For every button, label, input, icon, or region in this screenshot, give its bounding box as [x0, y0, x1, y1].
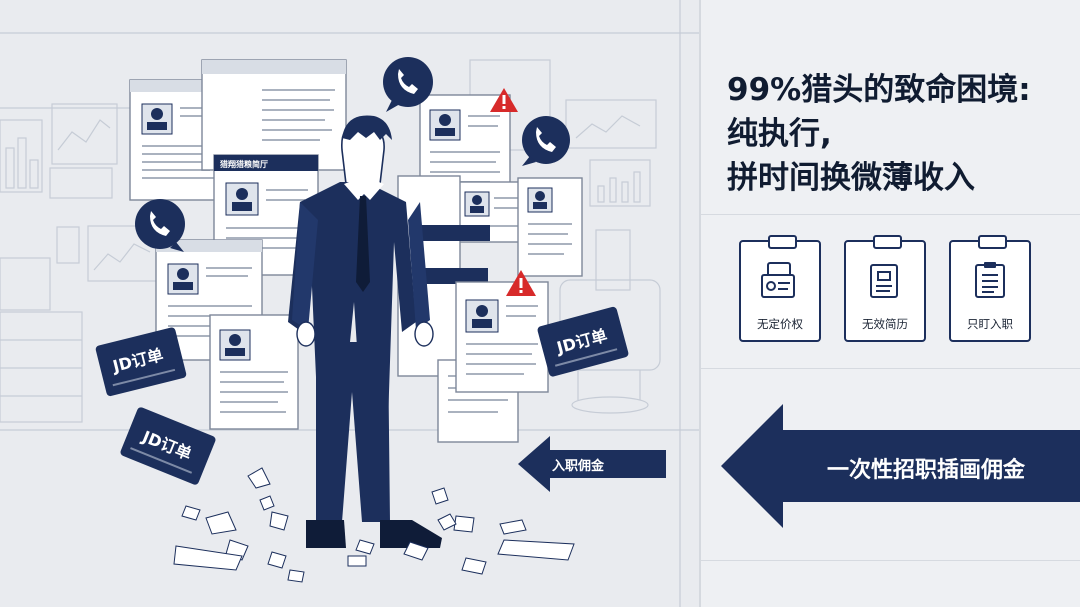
- stressed-recruiter: [288, 115, 442, 548]
- phone-icon: [135, 199, 185, 252]
- arrow-banner-label: 一次性招职插画佣金: [826, 458, 1025, 483]
- resume-card: [209, 314, 299, 430]
- resume-card: [201, 59, 347, 171]
- document-list-icon: [870, 264, 898, 298]
- phone-icon: [522, 116, 570, 166]
- bill-card-icon: [761, 262, 795, 298]
- pain-point-label: 无效简历: [862, 317, 908, 331]
- pain-point-card: 无定价权: [739, 235, 821, 342]
- phone-icon: [383, 57, 433, 112]
- clip-icon: [873, 235, 902, 249]
- headhunter-illustration: [0, 0, 700, 607]
- resume-card: [517, 177, 583, 277]
- pain-point-label: 只盯入职: [967, 317, 1013, 331]
- illustration-panel: 猎翔猎粮简厅 JD订单 JD订单 JD订单 入职佣金: [0, 0, 700, 607]
- text-panel: 99%猎头的致命困境: 纯执行, 拼时间换微薄收入 无定价权: [701, 0, 1080, 607]
- clip-icon: [768, 235, 797, 249]
- headline-line-1: 99%猎头的致命困境:: [727, 72, 1031, 108]
- clip-icon: [978, 235, 1007, 249]
- warning-icon: [506, 270, 536, 296]
- torn-paper-pieces: [173, 467, 575, 583]
- clipboard-checklist-icon: [975, 262, 1005, 298]
- commission-arrow-label: 入职佣金: [552, 459, 605, 474]
- resume-header-text: 猎翔猎粮简厅: [220, 160, 268, 169]
- headline-line-3: 拼时间换微薄收入: [727, 160, 975, 196]
- headline-line-2: 纯执行,: [727, 116, 832, 152]
- panel-divider: [699, 0, 701, 607]
- pain-point-label: 无定价权: [757, 317, 803, 331]
- jd-order-tag: [120, 407, 216, 485]
- divider-line: [701, 560, 1080, 561]
- pain-point-card: 无效简历: [844, 235, 926, 342]
- warning-icon: [490, 88, 518, 112]
- jd-order-tag: [537, 306, 629, 377]
- divider-line: [701, 214, 1080, 215]
- divider-line: [701, 368, 1080, 369]
- pain-point-card: 只盯入职: [949, 235, 1031, 342]
- resume-card: [455, 281, 549, 393]
- jd-order-tag: [95, 327, 187, 397]
- commission-arrow: [518, 436, 666, 492]
- headline: 99%猎头的致命困境: 纯执行, 拼时间换微薄收入: [727, 68, 1072, 200]
- left-arrow-banner: [721, 404, 1080, 528]
